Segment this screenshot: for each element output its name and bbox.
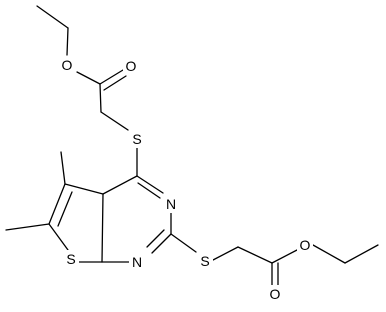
bond-c4-n3-a: [136, 175, 164, 194]
bond-c6-methyl: [5, 223, 50, 231]
bond-c5-methyl: [60, 151, 66, 185]
bond-ethyl-top-2: [66, 27, 69, 56]
bond-c4a-c5: [64, 183, 104, 195]
atom-o-carbonyl-top: O: [126, 58, 137, 74]
atom-s-thioether-bottom: S: [200, 253, 209, 269]
bond-c4-n3-b: [137, 182, 161, 199]
bond-c2-n1-b: [146, 229, 165, 248]
atom-o-carbonyl-bottom: O: [270, 286, 281, 302]
atom-o-ester-top: O: [62, 57, 73, 73]
bond-carbonylc-ch2-top: [99, 83, 102, 113]
atom-s-thiophene: S: [66, 251, 75, 267]
bond-s-ch2-bottom: [212, 246, 239, 261]
bond-c5-c6-b: [57, 191, 73, 227]
ring-bonds: [5, 151, 172, 263]
bond-carbonyl-top-a: [99, 69, 124, 85]
top-ester-bonds: [36, 5, 138, 177]
bond-carbonylc-o-bottom: [271, 249, 298, 264]
bond-c6-s: [48, 223, 69, 251]
bond-ethyl-bottom: [344, 244, 379, 264]
bond-carbonyl-top-b: [103, 75, 127, 91]
atom-o-ester-bottom: O: [300, 237, 311, 253]
bond-c7a-c4a: [101, 193, 104, 263]
bond-ethyl-top-1: [36, 5, 69, 29]
bond-c5-c6-a: [48, 183, 66, 225]
bond-ch2-s-top: [100, 111, 129, 131]
bond-ch2-carbonylc-bottom: [237, 246, 273, 264]
bond-c2-s-bottom: [170, 233, 197, 253]
bond-o-carbonylc-top: [76, 71, 101, 85]
bond-o-ethyl-bottom: [312, 244, 346, 264]
atom-n3: N: [166, 196, 176, 212]
atom-s-thioether-top: S: [132, 131, 141, 147]
bottom-ester-bonds: [170, 233, 379, 286]
bond-c4a-c4: [102, 175, 138, 195]
atom-labels: O O S N N S S O O: [59, 56, 313, 303]
atom-n1: N: [132, 254, 142, 270]
bond-c2-n1-a: [151, 233, 172, 254]
